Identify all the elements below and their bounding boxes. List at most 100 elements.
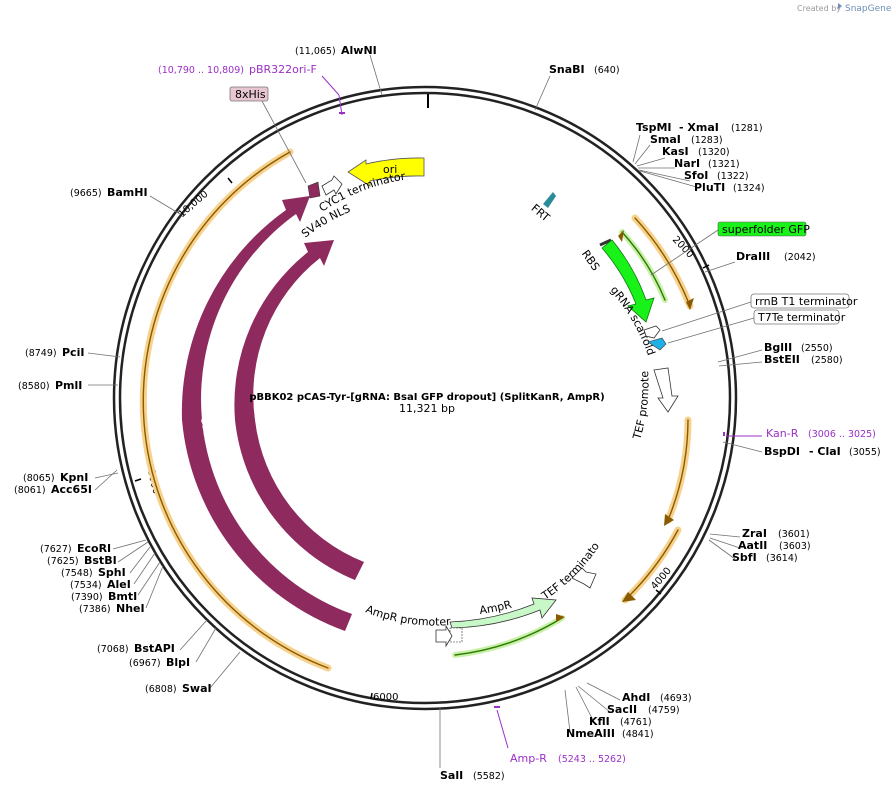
site-nmeaiii[interactable]: NmeAIII [566,727,615,740]
site-bstbi[interactable]: BstBI [84,554,117,567]
site-sali[interactable]: SalI [440,769,463,782]
site-kasi[interactable]: KasI [662,145,689,158]
primer-kanr-name: Kan-R [766,427,799,440]
site-leaders [87,54,763,768]
t7te-terminator: T7Te terminator [647,309,846,351]
ori-feature: ori [347,157,425,187]
site-bamhi-pos: (9665) [70,188,102,199]
site-tspmi[interactable]: TspMI [636,121,672,134]
frt-feature: FRT [529,192,556,225]
his-tag: 8xHis [229,86,307,184]
cas9-outer-arrow: Cas9 [181,196,352,631]
site-ahdi[interactable]: AhdI [622,691,650,704]
sfgfp-feature: RBS superfolder GFP [579,221,810,323]
site-blpi-pos: (6967) [129,658,161,669]
site-bglii-pos: (2550) [801,343,833,354]
cas9-outer-label: Cas9 [198,415,216,444]
site-bmti-pos: (7390) [71,592,103,603]
site-kfli[interactable]: KflI [589,715,610,728]
tef-terminator-label: TEF terminator [0,0,602,603]
site-pluti-pos: (1324) [733,183,765,194]
site-sbfi-pos: (3614) [766,553,798,564]
site-sali-pos: (5582) [473,771,505,782]
site-nari[interactable]: NarI [674,157,700,170]
ampr-promoter: AmpR promoter [364,603,453,648]
site-pmli-pos: (8580) [18,381,50,392]
site-smai-pos: (1283) [691,135,723,146]
site-bamhi[interactable]: BamHI [107,186,148,199]
site-alwni-pos: (11,065) [295,46,336,57]
cas9-inner-label: Cas9 [252,413,270,442]
site-bspdi[interactable]: BspDI [764,445,800,458]
site-zrai-pos: (3601) [778,529,810,540]
snapgene-credit: Created by SnapGene [797,3,892,14]
ampr-feature: AmpR [449,597,557,643]
plasmid-size: 11,321 bp [399,402,455,415]
primer-ampr: Amp-R (5243 .. 5262) [494,706,626,765]
primer-kanr-pos: (3006 .. 3025) [808,429,876,440]
site-nmeaiii-pos: (4841) [622,729,654,740]
orf-bands [139,148,694,672]
site-smai[interactable]: SmaI [650,133,681,146]
site-tspmi-pos: (1281) [731,123,763,134]
ampr-promoter-label: AmpR promoter [364,603,452,629]
site-acc65i-pos: (8061) [14,485,46,496]
site-aatii-pos: (3603) [779,541,811,552]
site-zrai[interactable]: ZraI [742,527,767,540]
primer-pbr322ori: (10,790 .. 10,809) pBR322ori-F [158,63,345,116]
site-sacii[interactable]: SacII [607,703,637,716]
t7te-label: T7Te terminator [757,311,846,324]
site-bsteii[interactable]: BstEII [764,353,800,366]
site-kasi-pos: (1320) [698,147,730,158]
site-pcii-pos: (8749) [25,348,57,359]
site-swai[interactable]: SwaI [182,682,212,695]
restriction-sites: (11,065) AlwNI SnaBI (640) TspMI - XmaI … [14,44,881,782]
site-pluti[interactable]: PluTI [694,181,725,194]
site-sphi[interactable]: SphI [98,566,126,579]
site-bsteii-pos: (2580) [811,355,843,366]
site-kpni[interactable]: KpnI [60,471,88,484]
site-acc65i[interactable]: Acc65I [51,483,92,496]
site-bmti[interactable]: BmtI [108,590,137,603]
site-nari-pos: (1321) [708,159,740,170]
primer-pbr322ori-pos: (10,790 .. 10,809) [158,65,244,76]
backbone [112,85,738,711]
site-alwni[interactable]: AlwNI [341,44,377,57]
rrnb-label: rrnB T1 terminator [755,295,858,308]
site-draiii[interactable]: DraIII [736,250,770,263]
site-nhei[interactable]: NheI [116,602,145,615]
credit-brand: SnapGene [845,4,892,14]
snapgene-logo-icon [838,3,842,9]
site-pmli[interactable]: PmlI [55,379,82,392]
site-xmai[interactable]: - XmaI [679,121,719,134]
site-aatii[interactable]: AatII [738,539,767,552]
orf-arrowheads [556,230,694,622]
site-blpi[interactable]: BlpI [166,656,190,669]
site-alei-pos: (7534) [70,580,102,591]
site-nhei-pos: (7386) [79,604,111,615]
tick-6000: 6000 [373,692,398,703]
primer-kanr: Kan-R (3006 .. 3025) [723,427,876,440]
site-ecori-pos: (7627) [40,544,72,555]
site-draiii-pos: (2042) [784,252,816,263]
primer-ampr-pos: (5243 .. 5262) [558,754,626,765]
site-alei[interactable]: AleI [107,578,131,591]
site-clai[interactable]: - ClaI [809,445,841,458]
cas9-inner-arrow: Cas9 [234,240,364,580]
site-swai-pos: (6808) [145,684,177,695]
site-sfoi[interactable]: SfoI [684,169,708,182]
site-pcii[interactable]: PciI [62,346,84,359]
site-ecori[interactable]: EcoRI [77,542,111,555]
site-snabi[interactable]: SnaBI [549,63,585,76]
sfgfp-label: superfolder GFP [722,223,810,236]
site-sbfi[interactable]: SbfI [732,551,757,564]
site-bglii[interactable]: BglII [764,341,792,354]
rbs-label: RBS [579,248,602,273]
site-sfoi-pos: (1322) [717,171,749,182]
his-label: 8xHis [235,88,266,101]
site-clai-pos: (3055) [849,447,881,458]
site-bstapi[interactable]: BstAPI [134,642,175,655]
tef-terminator: TEF terminator [0,0,602,603]
site-bstbi-pos: (7625) [47,556,79,567]
